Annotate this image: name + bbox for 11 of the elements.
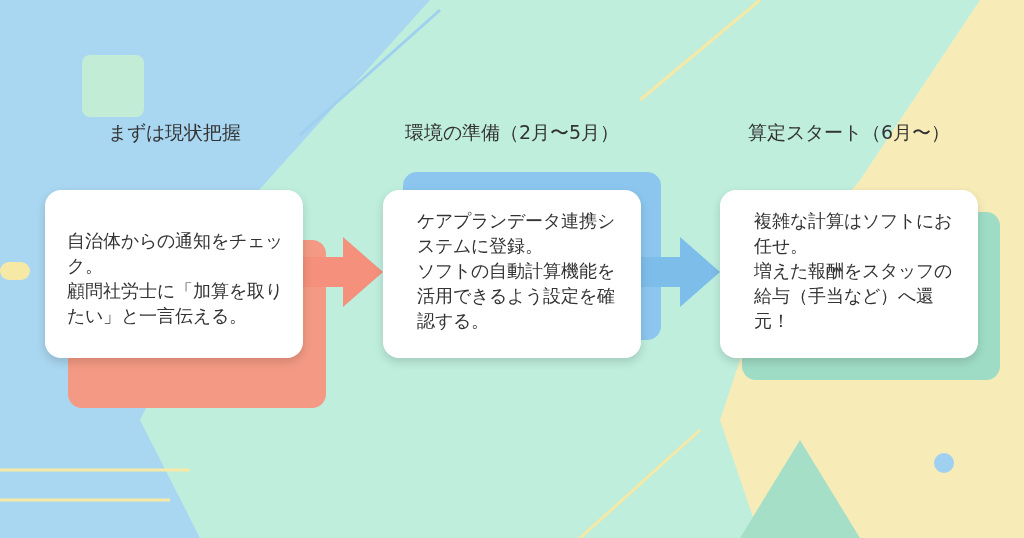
- arrow: [641, 237, 720, 307]
- step-heading: 算定スタート（6月〜）: [746, 120, 952, 145]
- step-text: ソフトの自動計算機能を活用できるよう設定を確認する。: [417, 259, 616, 333]
- arrow: [303, 237, 383, 307]
- step-text: 顧問社労士に「加算を取りたい」と一言伝える。: [67, 279, 284, 328]
- step-text: ケアプランデータ連携システムに登録。: [417, 209, 616, 258]
- step-heading: まずは現状把握: [106, 120, 242, 145]
- step-text: 増えた報酬をスタッフの給与（手当など）へ還元！: [754, 259, 953, 333]
- step-text: 自治体からの通知をチェック。: [67, 229, 284, 278]
- step-text: 複雑な計算はソフトにお任せ。: [754, 209, 953, 258]
- step-heading: 環境の準備（2月〜5月）: [403, 120, 621, 145]
